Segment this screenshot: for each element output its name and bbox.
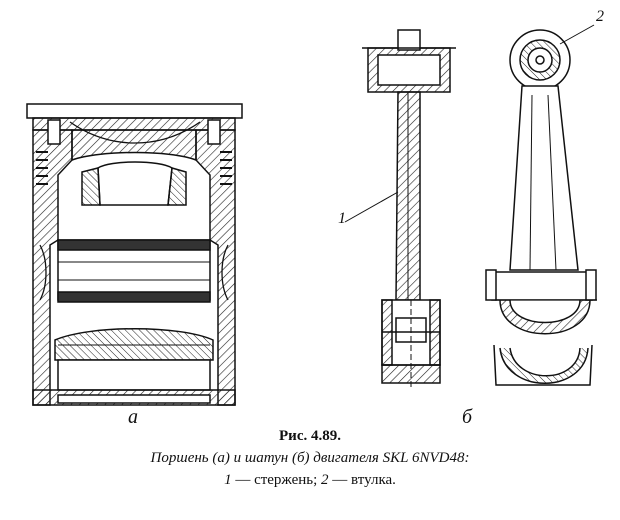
legend-text-2: — втулка. [328, 472, 396, 488]
callout-bushing: 2 [596, 8, 604, 25]
piston-section [26, 103, 243, 406]
rod-section [344, 29, 456, 390]
panel-label-rod: б [462, 406, 473, 428]
ring-grooves-left [36, 151, 48, 185]
legend-num-2: 2 [321, 472, 329, 488]
callout-rod-shank: 1 [338, 210, 346, 227]
figure-legend: 1 — стержень; 2 — втулка. [0, 472, 620, 489]
rod-assembly [485, 24, 597, 386]
figure-number: Рис. 4.89. [279, 428, 341, 444]
ring-grooves-right [220, 151, 232, 185]
legend-num-1: 1 [224, 472, 232, 488]
panel-label-piston: а [128, 406, 138, 428]
legend-text-1: — стержень; [231, 472, 322, 488]
figure-title: Поршень (а) и шатун (б) двигателя SKL 6N… [150, 450, 470, 466]
